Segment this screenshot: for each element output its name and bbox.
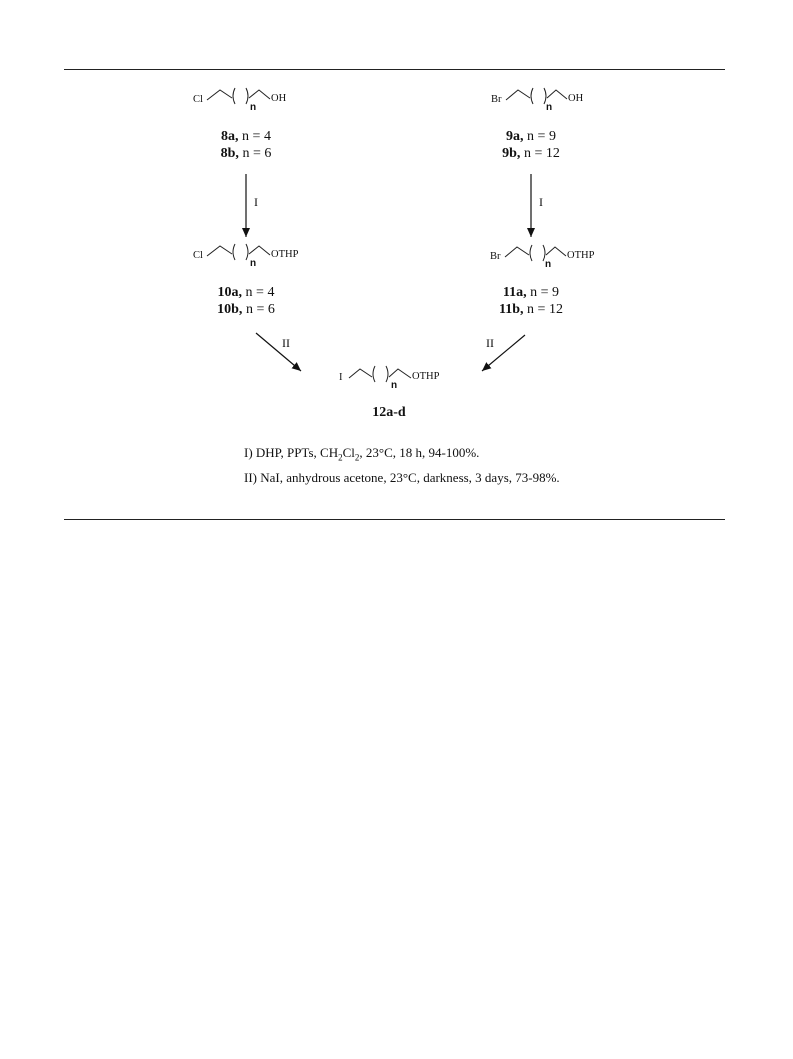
- structure-10-chain: [206, 243, 271, 261]
- c11-left-atom: Br: [490, 251, 501, 262]
- c12-n-label: n: [391, 380, 398, 391]
- step-I-label-right: I: [539, 195, 543, 209]
- c10-left-atom: Cl: [193, 250, 203, 261]
- c11-n-label: n: [545, 259, 552, 270]
- c10-right-group: OTHP: [271, 249, 299, 260]
- step-I-label-left: I: [254, 195, 258, 209]
- c8-n-label: n: [250, 102, 257, 113]
- c9-n-label: n: [546, 102, 553, 113]
- bottom-rule: [64, 519, 725, 520]
- c11-right-group: OTHP: [567, 250, 595, 261]
- c10-label-a: 10a, n = 4: [217, 285, 275, 300]
- structure-9-chain: [505, 87, 568, 105]
- c9-right-group: OH: [568, 93, 584, 104]
- c10-n-label: n: [250, 258, 257, 269]
- arrow-11-to-12: [481, 334, 526, 372]
- c9-label-b: 9b, n = 12: [502, 146, 560, 161]
- step-II-label-right: II: [486, 336, 494, 350]
- c12-left-atom: I: [339, 372, 343, 383]
- condition-line-2: II) NaI, anhydrous acetone, 23°C, darkne…: [244, 469, 560, 485]
- structure-12-chain: [348, 365, 412, 383]
- c8-left-atom: Cl: [193, 94, 203, 105]
- c12-right-group: OTHP: [412, 371, 440, 382]
- condition-line-1: I) DHP, PPTs, CH2Cl2, 23°C, 18 h, 94-100…: [244, 445, 480, 463]
- c11-label-b: 11b, n = 12: [499, 302, 563, 317]
- c8-right-group: OH: [271, 93, 287, 104]
- c8-labels: 8a, n = 4 8b, n = 6: [196, 128, 296, 162]
- c8-label-b: 8b, n = 6: [220, 146, 272, 161]
- c9-label-a: 9a, n = 9: [506, 129, 556, 144]
- structure-8-chain: [206, 87, 271, 105]
- c10-label-b: 10b, n = 6: [217, 302, 275, 317]
- step-II-label-left: II: [282, 336, 290, 350]
- top-rule: [64, 69, 725, 70]
- arrow-10-to-12: [255, 332, 302, 372]
- c11-labels: 11a, n = 9 11b, n = 12: [481, 284, 581, 318]
- structure-11-chain: [504, 244, 567, 262]
- c11-label-a: 11a, n = 9: [502, 285, 560, 300]
- c10-labels: 10a, n = 4 10b, n = 6: [196, 284, 296, 318]
- reaction-conditions: I) DHP, PPTs, CH2Cl2, 23°C, 18 h, 94-100…: [244, 443, 560, 487]
- c9-left-atom: Br: [491, 94, 502, 105]
- c9-labels: 9a, n = 9 9b, n = 12: [481, 128, 581, 162]
- c12-label: 12a-d: [372, 405, 406, 420]
- c8-label-a: 8a, n = 4: [221, 129, 271, 144]
